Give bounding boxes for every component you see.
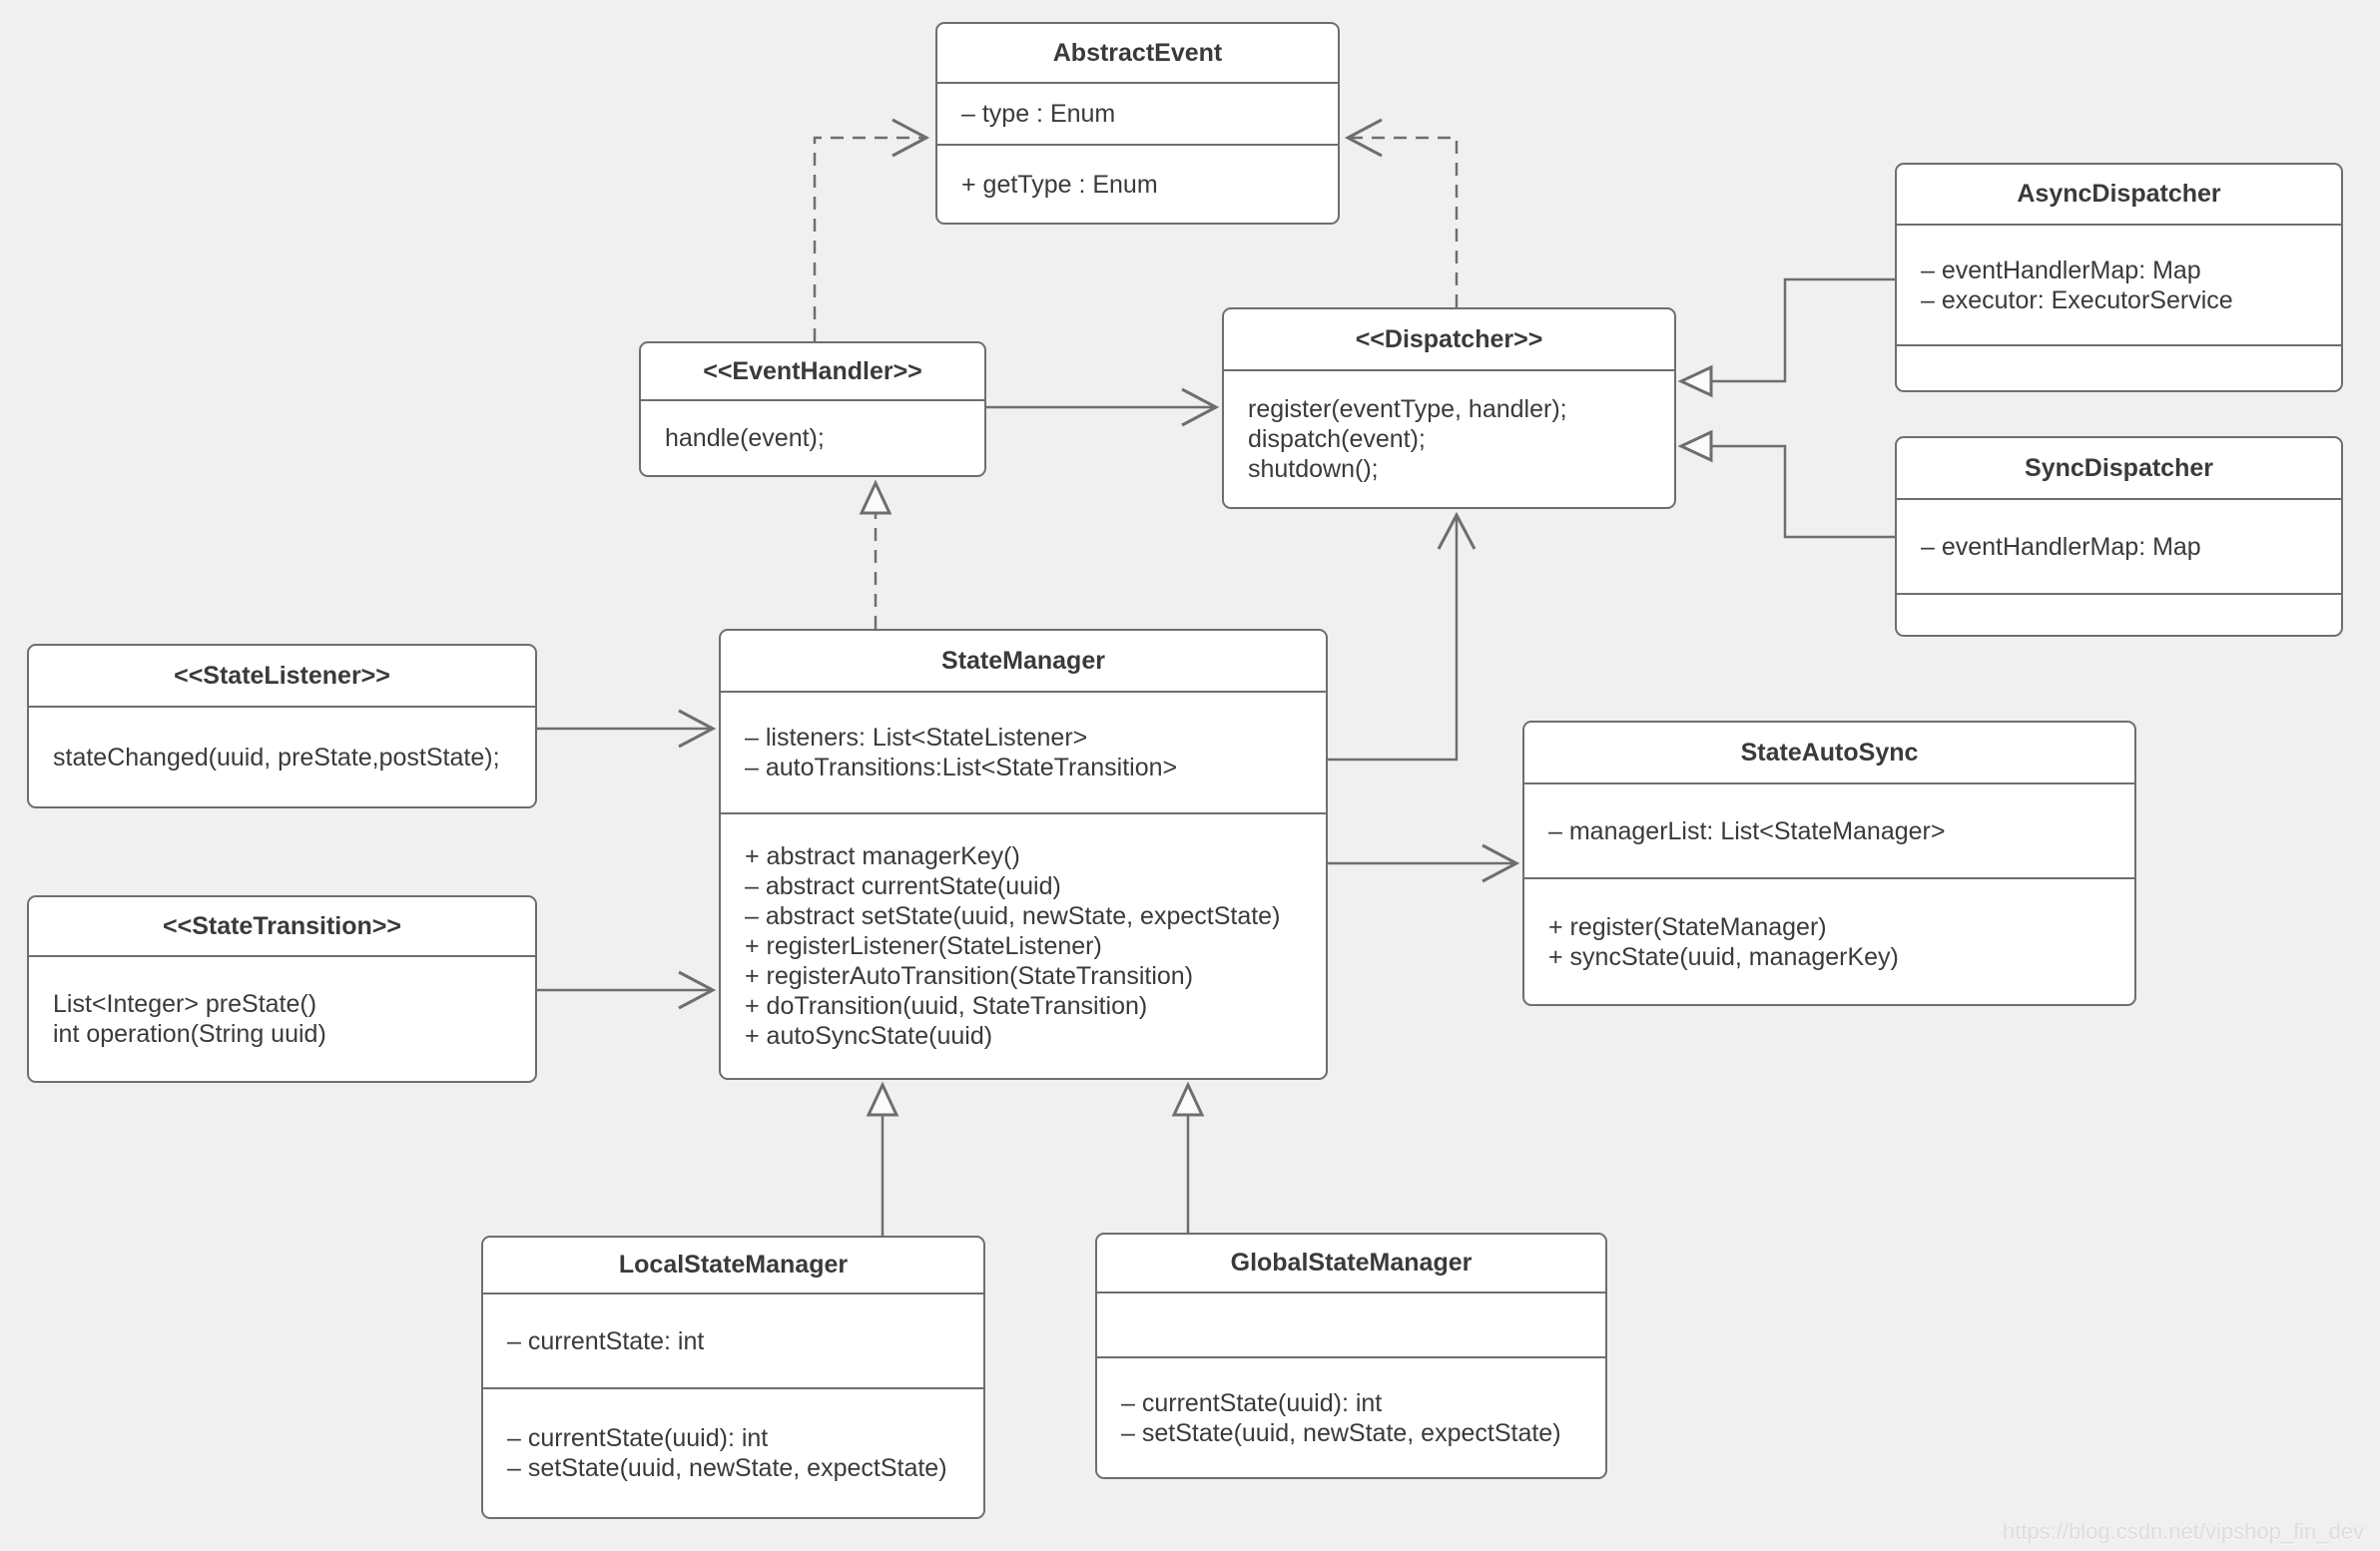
relation-dispatcher-abstractevent-dependency: [1344, 118, 1459, 307]
class-stateautosync: StateAutoSync – managerList: List<StateM…: [1522, 721, 2136, 1006]
method: – currentState(uuid): int: [507, 1424, 769, 1452]
class-attributes: – eventHandlerMap: Map – executor: Execu…: [1897, 224, 2341, 344]
class-title: SyncDispatcher: [2025, 453, 2213, 482]
class-title: StateManager: [941, 646, 1105, 675]
relation-statemanager-dispatcher-association: [1328, 511, 1477, 762]
method: + syncState(uuid, managerKey): [1548, 942, 1899, 971]
attribute: – listeners: List<StateListener>: [745, 724, 1088, 752]
method: + registerListener(StateListener): [745, 932, 1102, 960]
method: List<Integer> preState(): [53, 990, 317, 1018]
class-title: <<StateListener>>: [174, 661, 390, 690]
relation-eventhandler-abstractevent-dependency: [813, 118, 930, 341]
class-syncdispatcher: SyncDispatcher – eventHandlerMap: Map: [1895, 436, 2343, 637]
class-attributes: – type : Enum: [937, 82, 1338, 144]
method: – abstract currentState(uuid): [745, 872, 1061, 900]
class-methods: [1897, 344, 2341, 390]
watermark-url: https://blog.csdn.net/vipshop_fin_dev: [2002, 1519, 2364, 1544]
class-methods: List<Integer> preState() int operation(S…: [29, 955, 535, 1081]
class-title: <<StateTransition>>: [163, 911, 401, 940]
class-title: StateAutoSync: [1740, 738, 1919, 767]
class-globalstatemanager: GlobalStateManager – currentState(uuid):…: [1095, 1233, 1607, 1479]
attribute: – managerList: List<StateManager>: [1548, 816, 1946, 845]
class-title: AsyncDispatcher: [2017, 180, 2221, 208]
attribute: – eventHandlerMap: Map: [1921, 532, 2201, 561]
class-methods: + getType : Enum: [937, 144, 1338, 223]
method: + getType : Enum: [961, 170, 1158, 199]
class-attributes: – eventHandlerMap: Map: [1897, 498, 2341, 593]
method: + register(StateManager): [1548, 912, 1827, 941]
relation-asyncdispatcher-dispatcher-generalization: [1677, 277, 1895, 398]
attribute: – eventHandlerMap: Map: [1921, 256, 2201, 284]
class-attributes: – currentState: int: [483, 1292, 983, 1387]
relation-syncdispatcher-dispatcher-generalization: [1677, 429, 1895, 539]
class-asyncdispatcher: AsyncDispatcher – eventHandlerMap: Map –…: [1895, 163, 2343, 392]
class-attributes: [1097, 1292, 1605, 1356]
class-methods: handle(event);: [641, 399, 984, 475]
class-localstatemanager: LocalStateManager – currentState: int – …: [481, 1236, 985, 1519]
method: register(eventType, handler);: [1248, 395, 1567, 423]
method: dispatch(event);: [1248, 425, 1426, 453]
method: + autoSyncState(uuid): [745, 1022, 993, 1050]
class-title: GlobalStateManager: [1230, 1249, 1473, 1277]
class-dispatcher: <<Dispatcher>> register(eventType, handl…: [1222, 307, 1676, 509]
attribute: – executor: ExecutorService: [1921, 285, 2233, 314]
class-methods: – currentState(uuid): int – setState(uui…: [1097, 1356, 1605, 1477]
class-abstractevent: AbstractEvent – type : Enum + getType : …: [935, 22, 1340, 225]
class-statelistener: <<StateListener>> stateChanged(uuid, pre…: [27, 644, 537, 808]
class-methods: + register(StateManager) + syncState(uui…: [1524, 877, 2134, 1004]
class-methods: register(eventType, handler); dispatch(e…: [1224, 369, 1674, 507]
class-methods: [1897, 593, 2341, 635]
method: handle(event);: [665, 424, 825, 452]
attribute: – type : Enum: [961, 100, 1116, 128]
method: stateChanged(uuid, preState,postState);: [53, 743, 500, 772]
attribute: – currentState: int: [507, 1326, 705, 1355]
method: – abstract setState(uuid, newState, expe…: [745, 902, 1281, 930]
class-methods: – currentState(uuid): int – setState(uui…: [483, 1387, 983, 1517]
class-methods: stateChanged(uuid, preState,postState);: [29, 706, 535, 806]
method: shutdown();: [1248, 455, 1379, 483]
attribute: – autoTransitions:List<StateTransition>: [745, 754, 1178, 781]
class-attributes: – listeners: List<StateListener> – autoT…: [721, 691, 1326, 812]
class-title: <<EventHandler>>: [703, 356, 922, 385]
class-eventhandler: <<EventHandler>> handle(event);: [639, 341, 986, 477]
method: – setState(uuid, newState, expectState): [507, 1454, 947, 1482]
class-attributes: – managerList: List<StateManager>: [1524, 782, 2134, 877]
method: + doTransition(uuid, StateTransition): [745, 992, 1148, 1020]
class-statetransition: <<StateTransition>> List<Integer> preSta…: [27, 895, 537, 1083]
class-methods: + abstract managerKey() – abstract curre…: [721, 812, 1326, 1078]
class-title: LocalStateManager: [618, 1251, 849, 1279]
class-title: AbstractEvent: [1052, 38, 1223, 67]
method: int operation(String uuid): [53, 1020, 326, 1048]
method: – setState(uuid, newState, expectState): [1121, 1418, 1561, 1447]
method: – currentState(uuid): int: [1121, 1388, 1383, 1417]
class-statemanager: StateManager – listeners: List<StateList…: [719, 629, 1328, 1080]
method: + abstract managerKey(): [745, 842, 1020, 870]
class-title: <<Dispatcher>>: [1355, 324, 1543, 353]
method: + registerAutoTransition(StateTransition…: [745, 962, 1194, 990]
